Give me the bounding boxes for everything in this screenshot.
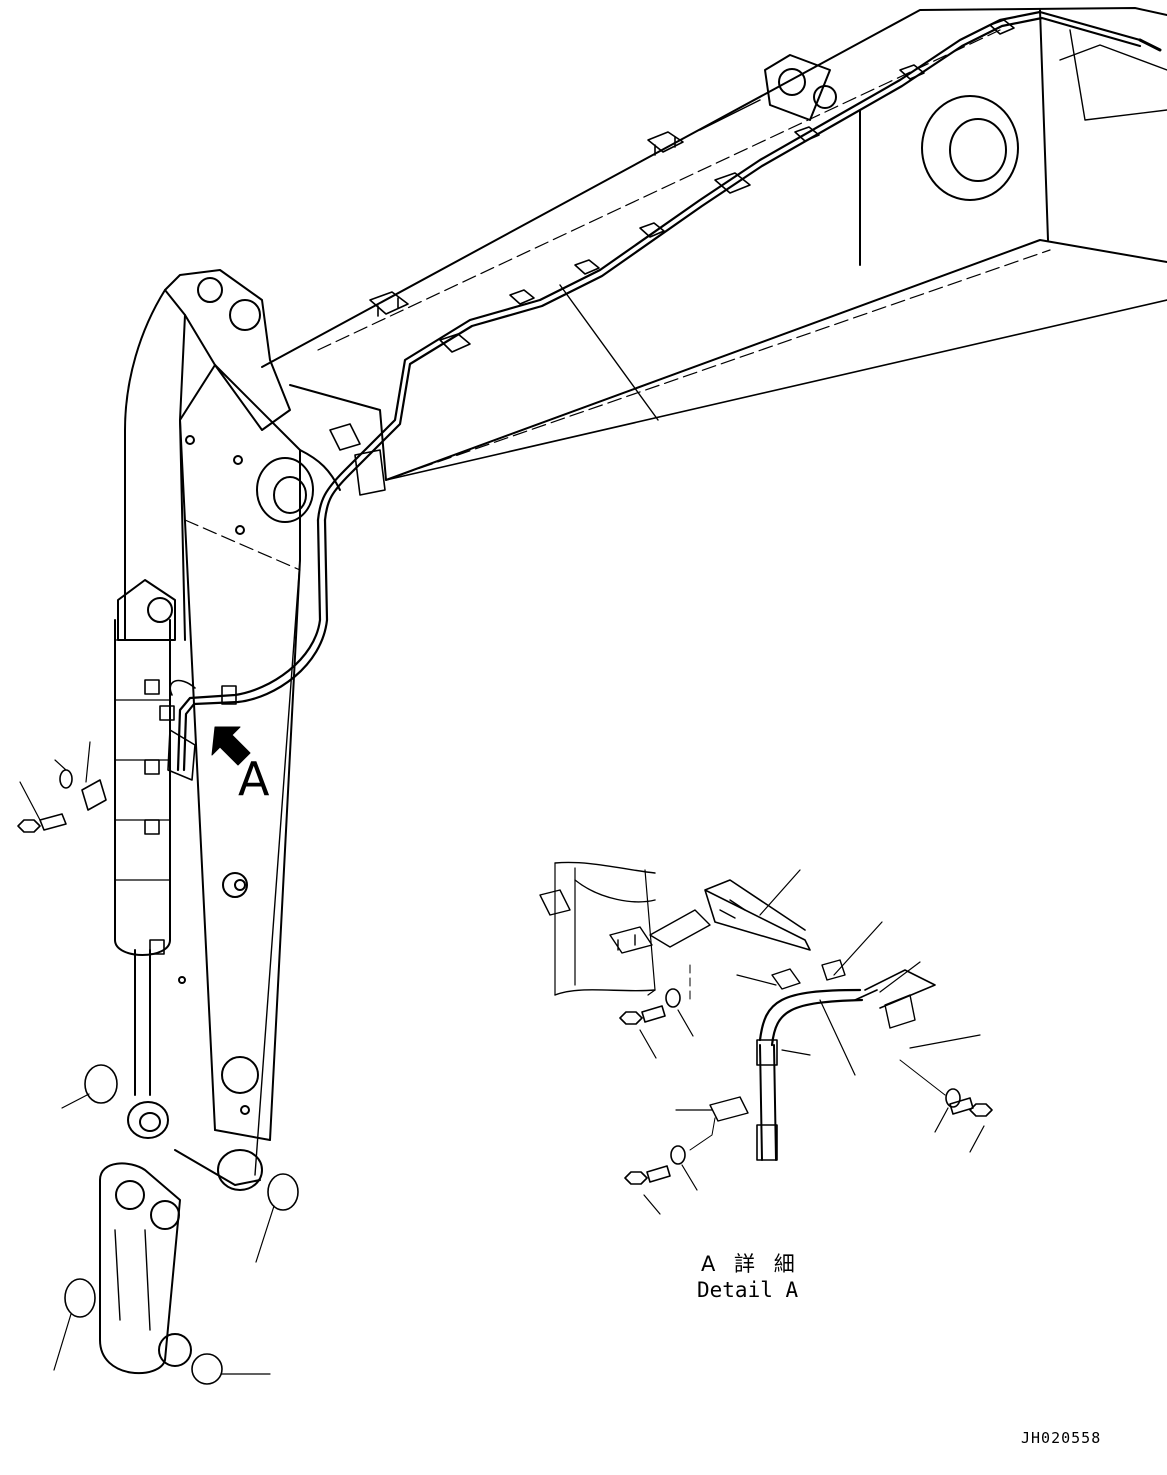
view-marker-a: A: [238, 752, 270, 806]
detail-a-drawing: [540, 862, 992, 1214]
view-arrow-a: [212, 727, 250, 765]
boom-clamps: [330, 20, 1014, 495]
arm-clamps: [145, 680, 236, 954]
boom-wiring-harness: [318, 12, 1160, 520]
drawing-number: JH020558: [1021, 1429, 1102, 1447]
detail-title-english: Detail A: [697, 1278, 799, 1302]
boom: [262, 8, 1167, 480]
arm-cylinder: [100, 580, 191, 1373]
leader-harness: [560, 285, 658, 420]
arm-wiring-harness: [170, 520, 327, 770]
seal-callouts: [54, 1065, 298, 1384]
boom-pin-boss: [922, 96, 1018, 200]
detail-title-japanese: A 詳 細: [701, 1252, 801, 1276]
left-fasteners: [18, 742, 106, 832]
arm: [125, 270, 340, 1190]
